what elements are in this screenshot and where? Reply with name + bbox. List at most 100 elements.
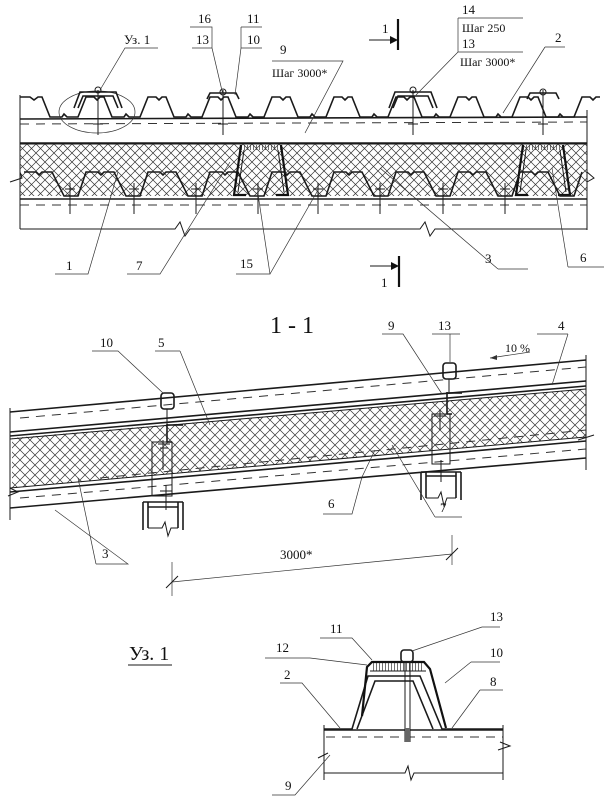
fastener-axis-lower <box>375 183 385 214</box>
callout-14-step: Шаг 250 <box>462 21 505 35</box>
lower-sheet-bottom <box>9 457 587 509</box>
right-break-mark <box>586 171 595 183</box>
section-callout-13: 13 <box>438 318 451 333</box>
section-arrow-bottom-head <box>391 262 399 270</box>
fastener-axis-lower <box>191 183 201 214</box>
upper-beam-centerline <box>19 121 588 125</box>
section-callout-6: 6 <box>328 496 335 511</box>
lower-beam-break-line <box>20 220 587 238</box>
top-view-callouts: Уз. 1 16 13 11 10 9 Шаг 3000* 1 14 Шаг 2… <box>55 2 604 290</box>
node-callout-13: 13 <box>490 609 503 624</box>
section-callout-7: 7 <box>440 500 447 515</box>
purlin-top-line-1 <box>9 380 587 433</box>
node-profile-crest <box>324 675 503 730</box>
node-1-title: Уз. 1 <box>129 643 169 665</box>
fastener-axis-upper <box>218 90 228 135</box>
node-callout-12: 12 <box>276 640 289 655</box>
node-clamp <box>360 660 448 729</box>
bolt-head <box>94 86 102 94</box>
bracket-block-right <box>514 144 572 197</box>
section-title: 1 - 1 <box>270 313 314 339</box>
bolt-head <box>539 88 547 96</box>
sloped-section: 10 % <box>7 341 595 538</box>
purlin-top-line-2 <box>9 385 587 437</box>
section-callout-10: 10 <box>100 335 113 350</box>
callout-16: 16 <box>198 11 212 26</box>
lower-sheet-top <box>9 440 587 493</box>
section-callout-4: 4 <box>558 318 565 333</box>
support-right <box>420 392 462 508</box>
node-callout-11: 11 <box>330 621 343 636</box>
fastener-axis-lower <box>253 183 263 214</box>
clamp-cap <box>526 92 560 100</box>
section-arrow-top-head <box>390 36 398 44</box>
clamp-cap <box>388 91 438 109</box>
support-left <box>142 424 184 538</box>
insulation-bottom-edge <box>9 436 587 489</box>
section-mark-bottom-label: 1 <box>381 275 388 290</box>
node-callouts: 13 11 12 10 8 2 9 <box>265 609 503 796</box>
fastener-axis-upper <box>538 90 548 135</box>
clamp-caps <box>73 86 560 109</box>
node-bolt-head <box>400 649 414 663</box>
node-gasket <box>372 663 424 671</box>
node-side-breaks <box>317 741 512 759</box>
fastener-axis-lower <box>65 183 75 214</box>
left-break-mark <box>9 171 23 183</box>
callout-7: 7 <box>136 258 143 273</box>
node-beam-bottom-break <box>324 764 503 782</box>
slope-label: 10 % <box>505 341 530 355</box>
fastener-axis-lower <box>129 183 139 214</box>
fastener-axis-lower <box>313 183 323 214</box>
node-bolt-thread <box>405 728 410 742</box>
node-profile-inner <box>356 680 434 730</box>
insulation-layer <box>20 144 587 196</box>
upper-beam-top-line <box>19 116 588 120</box>
insulation-top-edge <box>9 388 587 440</box>
fastener-axis-lower <box>500 183 510 214</box>
insulation-dash <box>99 429 587 479</box>
callout-9: 9 <box>280 42 287 57</box>
callout-11: 11 <box>247 11 260 26</box>
callout-6: 6 <box>580 250 587 265</box>
callout-3: 3 <box>485 251 492 266</box>
dimension-ticks <box>165 547 459 589</box>
upper-profiled-sheet <box>20 96 600 118</box>
bolt-head <box>409 86 417 94</box>
callout-13-right: 13 <box>462 36 475 51</box>
left-break-sloped <box>7 487 20 497</box>
callout-2: 2 <box>555 30 562 45</box>
bolt-head-left <box>160 392 175 424</box>
callout-13-step: Шаг 3000* <box>460 55 515 69</box>
callout-1: 1 <box>66 258 73 273</box>
node-callout-8: 8 <box>490 674 497 689</box>
dimension-line <box>171 553 453 583</box>
fastener-axes <box>65 90 548 214</box>
section-callout-9: 9 <box>388 318 395 333</box>
node-1-highlight-ellipse <box>58 90 136 134</box>
callout-10: 10 <box>247 32 260 47</box>
section-mark-top-label: 1 <box>382 21 389 36</box>
clamp-cap <box>73 91 123 109</box>
section-callout-5: 5 <box>158 335 165 350</box>
dimension-value: 3000* <box>280 547 313 562</box>
top-cross-section <box>9 86 600 238</box>
callout-15: 15 <box>240 256 253 271</box>
node-callout-9: 9 <box>285 778 292 793</box>
node-1-detail <box>317 649 512 782</box>
callout-node-1: Уз. 1 <box>124 32 150 47</box>
lower-profiled-sheet <box>24 171 583 197</box>
bolt-head-right <box>442 362 457 393</box>
fastener-axis-lower <box>438 183 448 214</box>
fastener-axis-upper <box>408 90 418 135</box>
right-break-sloped <box>577 434 595 441</box>
callout-13-left: 13 <box>196 32 209 47</box>
node-callout-2: 2 <box>284 667 291 682</box>
slope-arrow-head <box>490 355 497 360</box>
callout-14: 14 <box>462 2 476 17</box>
section-callouts: 10 5 9 13 4 3 6 7 3000* <box>54 318 569 596</box>
top-sheet-line <box>9 359 587 413</box>
bracket-block-left <box>232 144 290 197</box>
node-callout-10: 10 <box>490 645 503 660</box>
